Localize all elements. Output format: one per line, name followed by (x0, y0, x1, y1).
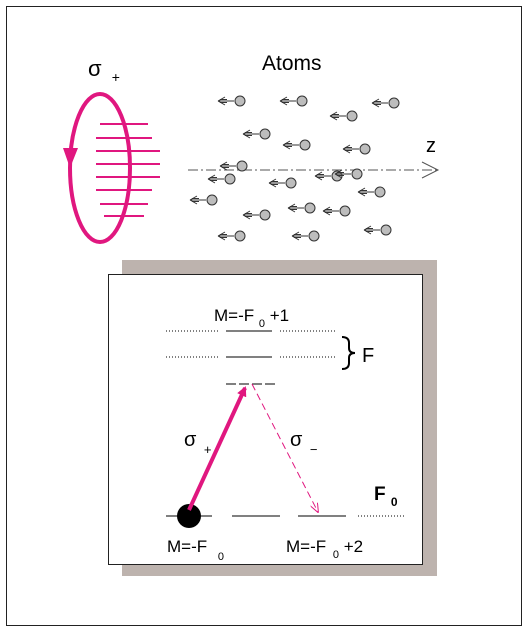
atom-velocity-arrow-icon (342, 144, 359, 154)
atom-body (206, 194, 218, 206)
atom-velocity-arrow-icon (217, 231, 234, 241)
atom (189, 194, 218, 206)
atom (342, 143, 371, 155)
atom (242, 128, 271, 140)
atom-body (259, 209, 271, 221)
atom (357, 186, 386, 198)
atom (329, 110, 358, 122)
atom-velocity-arrow-icon (322, 206, 339, 216)
ground-left-label-prefix: M=-F (167, 537, 207, 556)
ground-left-label: M=-F 0 (167, 537, 224, 563)
atom-body (351, 168, 363, 180)
atom-body (234, 230, 246, 242)
atom-body (224, 173, 236, 185)
excited-manifold: F M=-F 0 +1 (166, 306, 374, 385)
upper-level-label-sub: 0 (259, 318, 265, 330)
atom (334, 168, 363, 180)
upper-level-label: M=-F 0 +1 (214, 306, 289, 331)
beam-wavefronts (96, 123, 160, 217)
atom-velocity-arrow-icon (217, 96, 234, 106)
atom (371, 97, 400, 109)
atom-velocity-arrow-icon (287, 203, 304, 213)
atom-body (380, 224, 392, 236)
atom-body (339, 205, 351, 217)
beam-polarization-label: σ + (88, 56, 120, 85)
emission-sub: − (310, 442, 318, 457)
atom-velocity-arrow-icon (279, 96, 296, 106)
absorption-sigma: σ (184, 429, 197, 451)
atom-velocity-arrow-icon (282, 140, 299, 150)
atom-body (259, 128, 271, 140)
atom-velocity-arrow-icon (334, 169, 351, 179)
atom (219, 160, 248, 172)
atom (363, 224, 392, 236)
absorption-sub: + (204, 442, 212, 457)
atom-body (296, 95, 308, 107)
ground-right-label-suffix: +2 (344, 537, 363, 556)
ground-manifold: F 0 M=-F 0 M=-F 0 +2 (166, 484, 406, 563)
z-axis-arrow-icon (421, 161, 440, 179)
atom-cloud (189, 95, 400, 242)
atom-body (236, 160, 248, 172)
beam-sigma: σ (88, 56, 102, 81)
atom-body (346, 110, 358, 122)
ground-manifold-letter: F (374, 484, 386, 505)
atom (282, 139, 311, 151)
atom (291, 230, 320, 242)
atom-velocity-arrow-icon (314, 171, 331, 181)
ground-right-label: M=-F 0 +2 (286, 537, 363, 562)
polarization-ring (68, 92, 132, 244)
atom (242, 209, 271, 221)
atom-velocity-arrow-icon (189, 195, 206, 205)
atom (279, 95, 308, 107)
atom-body (304, 202, 316, 214)
beam-sigma-sub: + (112, 69, 120, 85)
atom-population-dot (177, 504, 201, 528)
ground-right-label-sub: 0 (333, 549, 339, 561)
atom-velocity-arrow-icon (363, 225, 380, 235)
emission-sigma: σ (290, 429, 303, 451)
z-axis-label: z (426, 135, 436, 157)
absorption-label: σ + (184, 429, 212, 457)
atom-body (359, 143, 371, 155)
manifold-label: F (362, 345, 374, 367)
atom-body (388, 97, 400, 109)
atom-body (299, 139, 311, 151)
manifold-brace-icon (341, 336, 356, 370)
outer-frame (6, 6, 522, 626)
upper-level-label-suffix: +1 (270, 306, 289, 325)
atom-velocity-arrow-icon (219, 161, 236, 171)
atom-velocity-arrow-icon (357, 187, 374, 197)
atoms-title: Atoms (262, 52, 322, 75)
ground-manifold-label: F 0 (374, 484, 398, 509)
emission-arrow (251, 383, 318, 512)
emission-label: σ − (290, 429, 318, 457)
ground-manifold-sub: 0 (391, 495, 398, 509)
atom-body (308, 230, 320, 242)
atom-velocity-arrow-icon (329, 111, 346, 121)
atom (217, 95, 246, 107)
absorption-arrow (187, 386, 247, 511)
atom-velocity-arrow-icon (207, 174, 224, 184)
ground-right-label-prefix: M=-F (286, 537, 326, 556)
atom-velocity-arrow-icon (371, 98, 388, 108)
atom-body (374, 186, 386, 198)
atom-body (234, 95, 246, 107)
atom (322, 205, 351, 217)
atom-body (285, 177, 297, 189)
atom (287, 202, 316, 214)
atom-velocity-arrow-icon (242, 210, 259, 220)
atom (207, 173, 236, 185)
laser-beam: σ + (63, 56, 160, 244)
upper-level-label-prefix: M=-F (214, 306, 254, 325)
atom (268, 177, 297, 189)
atom (217, 230, 246, 242)
ground-left-label-sub: 0 (218, 551, 224, 563)
polarization-rotation-arrow-icon (63, 148, 78, 168)
atom-velocity-arrow-icon (242, 129, 259, 139)
atom-velocity-arrow-icon (268, 178, 285, 188)
atom-velocity-arrow-icon (291, 231, 308, 241)
